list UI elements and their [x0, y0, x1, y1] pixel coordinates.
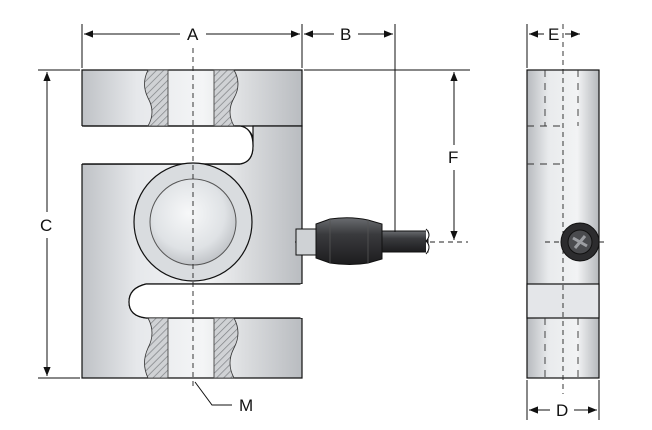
label-f: F: [448, 148, 458, 167]
top-thread-section: [144, 69, 239, 127]
side-hidden-lines: [527, 70, 579, 378]
label-b: B: [340, 25, 351, 44]
label-e: E: [548, 25, 559, 44]
label-c: C: [40, 216, 52, 235]
bottom-thread-section: [144, 317, 239, 379]
side-view: [526, 24, 605, 394]
front-view: [60, 48, 468, 390]
label-m: M: [239, 396, 253, 415]
dimensions: [38, 24, 600, 420]
upper-slot: [82, 125, 254, 165]
cable: [381, 230, 429, 253]
label-a: A: [187, 25, 199, 44]
lower-slot: [128, 283, 302, 319]
cable-connector: [295, 217, 383, 265]
label-d: D: [556, 401, 568, 420]
